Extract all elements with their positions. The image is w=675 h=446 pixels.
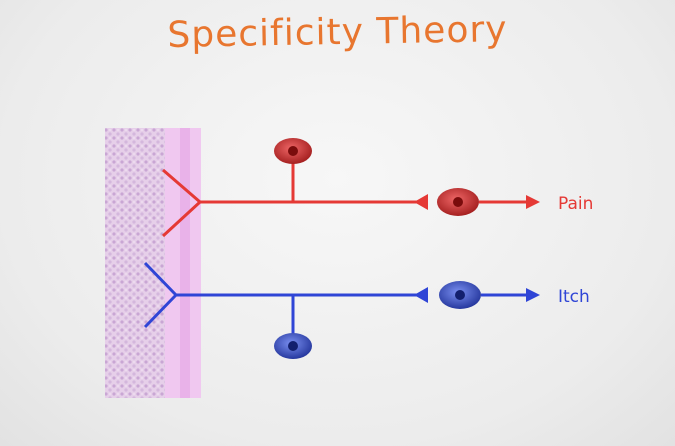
itch-cell-nucleus	[288, 341, 298, 351]
pain-cell-nucleus	[288, 146, 298, 156]
itch-neuron	[143, 261, 540, 359]
skin-dermis-band	[180, 128, 190, 398]
pain-label: Pain	[558, 194, 593, 214]
itch-output-arrow	[526, 288, 540, 302]
pain-synapse-arrow	[414, 194, 428, 210]
itch-relay-nucleus	[455, 290, 465, 300]
itch-synapse-arrow	[414, 287, 428, 303]
pain-nerve-ending-lower	[161, 200, 202, 238]
itch-nerve-ending-upper	[143, 261, 178, 297]
pain-output-arrow	[526, 195, 540, 209]
itch-label: Itch	[558, 287, 590, 307]
skin-epidermis	[105, 128, 167, 398]
pain-nerve-ending-upper	[162, 168, 201, 204]
skin-layers	[105, 128, 201, 398]
pain-neuron	[161, 138, 540, 238]
pain-relay-nucleus	[453, 197, 463, 207]
itch-nerve-ending-lower	[143, 293, 178, 329]
